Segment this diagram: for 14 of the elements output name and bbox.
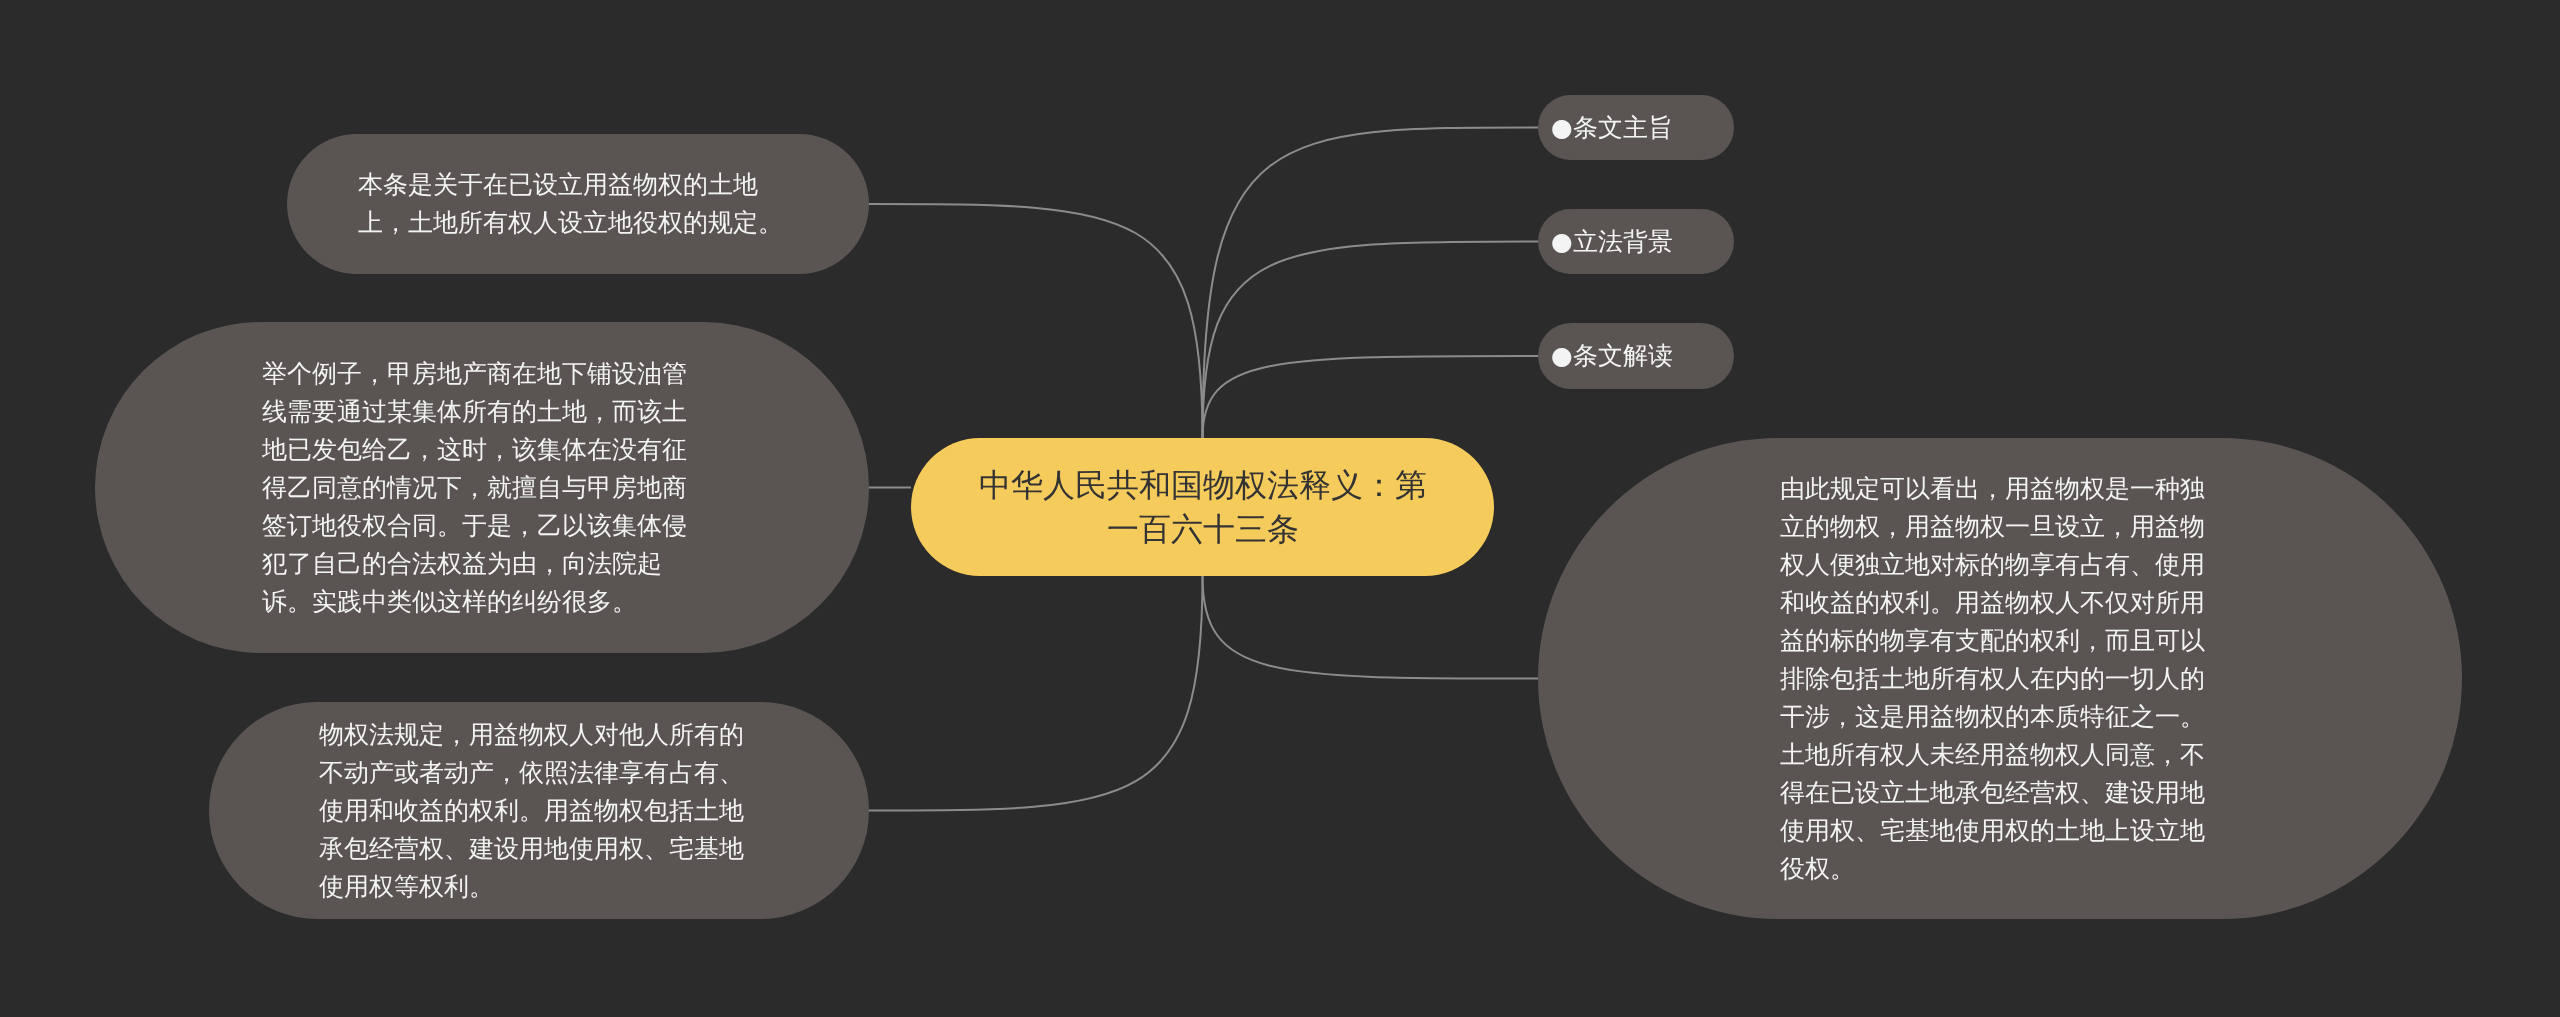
subtopic-node: 本条是关于在已设立用益物权的土地上，土地所有权人设立地役权的规定。 [287,134,869,274]
subtopic-node: ●条文主旨 [1538,95,1734,160]
subtopic-node: 由此规定可以看出，用益物权是一种独立的物权，用益物权一旦设立，用益物权人便独立地对标的物享有占有、使用和收益的权利。用益物权人不仅对所用益的标的物享有支配的权利，而且可以排除包括土地所有权人在内的一切人的干涉，这是用益物权的本质特征之一。土地所有权人未经用益物权人同意，不得在已设立土地承包经营权、建设用地使用权、宅基地使用权的土地上设立地役权。 [1538,438,2462,919]
subtopic-node: 物权法规定，用益物权人对他人所有的不动产或者动产，依照法律享有占有、使用和收益的权利。用益物权包括土地承包经营权、建设用地使用权、宅基地使用权等权利。 [209,702,869,919]
subtopic-node: ●立法背景 [1538,209,1734,274]
connector-line [868,486,912,489]
connector-line [1201,126,1539,439]
subtopic-node: ●条文解读 [1538,323,1734,389]
connector-line [1201,355,1539,439]
connector-line [1201,240,1539,439]
topic-node: 中华人民共和国物权法释义：第一百六十三条 [911,438,1494,576]
connector-line [868,575,1204,812]
subtopic-node: 举个例子，甲房地产商在地下铺设油管线需要通过某集体所有的土地，而该土地已发包给乙，这时，该集体在没有征得乙同意的情况下，就擅自与甲房地商签订地役权合同。于是，乙以该集体侵犯了自己的合法权益为由，向法院起诉。实践中类似这样的纠纷很多。 [95,322,869,653]
connector-line [1201,575,1539,680]
